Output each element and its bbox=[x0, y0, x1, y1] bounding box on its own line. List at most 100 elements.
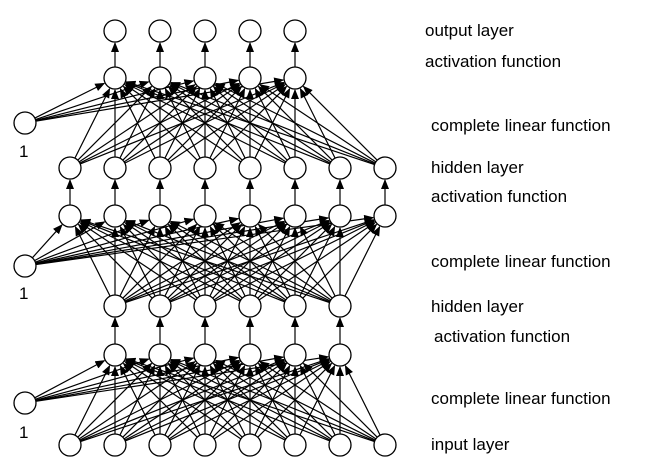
node-hidden1 bbox=[328, 294, 352, 318]
node-input bbox=[103, 433, 127, 457]
node-act3 bbox=[103, 66, 127, 90]
node-act2 bbox=[328, 204, 352, 228]
node-hidden1 bbox=[283, 294, 307, 318]
node-input bbox=[193, 433, 217, 457]
bias-edge bbox=[35, 80, 150, 121]
label-activation-3: activation function bbox=[425, 52, 562, 71]
bias-edge bbox=[35, 217, 195, 264]
weight-edge bbox=[344, 364, 381, 436]
nodes-group bbox=[13, 19, 397, 457]
weight-edge bbox=[125, 358, 331, 442]
bias-node bbox=[13, 391, 37, 415]
node-hidden2 bbox=[148, 156, 172, 180]
weight-edge bbox=[257, 223, 333, 299]
node-act3 bbox=[283, 66, 307, 90]
weight-edge bbox=[80, 218, 330, 304]
label-linear-2: complete linear function bbox=[431, 252, 611, 271]
bias-edge bbox=[35, 79, 195, 121]
node-output bbox=[103, 19, 127, 43]
weight-edge bbox=[124, 82, 286, 164]
node-hidden2 bbox=[193, 156, 217, 180]
node-output bbox=[148, 19, 172, 43]
bias-edge bbox=[35, 358, 150, 400]
weight-edge bbox=[302, 362, 378, 438]
node-act1 bbox=[148, 343, 172, 367]
weight-edge bbox=[79, 220, 241, 302]
bias-node bbox=[13, 111, 37, 135]
label-output-layer: output layer bbox=[425, 21, 514, 40]
node-act2 bbox=[193, 204, 217, 228]
label-linear-3: complete linear function bbox=[431, 116, 611, 135]
label-input-layer: input layer bbox=[431, 435, 510, 454]
node-act1 bbox=[283, 343, 307, 367]
node-hidden2 bbox=[283, 156, 307, 180]
node-act2 bbox=[373, 204, 397, 228]
bias-edge bbox=[34, 360, 106, 399]
bias-edge bbox=[35, 354, 330, 402]
node-act1 bbox=[238, 343, 262, 367]
node-act2 bbox=[283, 204, 307, 228]
node-hidden2 bbox=[58, 156, 82, 180]
node-hidden2 bbox=[103, 156, 127, 180]
bias-edge bbox=[35, 356, 195, 401]
bias-edge bbox=[35, 77, 285, 122]
node-act2 bbox=[148, 204, 172, 228]
node-input bbox=[148, 433, 172, 457]
weight-edge bbox=[124, 84, 242, 163]
bias-edge bbox=[34, 221, 106, 262]
node-hidden2 bbox=[238, 156, 262, 180]
node-hidden1 bbox=[193, 294, 217, 318]
label-activation-1: activation function bbox=[434, 327, 571, 346]
bias-edge bbox=[35, 354, 285, 402]
bias-edge bbox=[31, 224, 63, 259]
weight-edge bbox=[122, 362, 198, 438]
weight-edge bbox=[124, 359, 286, 441]
weight-edge bbox=[259, 361, 377, 440]
weight-edge bbox=[214, 359, 376, 441]
weight-edge bbox=[125, 80, 375, 166]
weight-edge bbox=[344, 225, 381, 297]
weight-edge bbox=[80, 219, 286, 303]
edges-group bbox=[31, 42, 389, 443]
node-output bbox=[193, 19, 217, 43]
weight-edge bbox=[259, 84, 377, 163]
bias-label-middle: 1 bbox=[19, 284, 29, 303]
weight-edge bbox=[125, 81, 331, 165]
node-hidden2 bbox=[373, 156, 397, 180]
node-hidden1 bbox=[238, 294, 262, 318]
weight-edge bbox=[119, 364, 156, 436]
node-input bbox=[328, 433, 352, 457]
bias-node bbox=[13, 254, 37, 278]
node-act3 bbox=[238, 66, 262, 90]
node-act3 bbox=[148, 66, 172, 90]
weight-edge bbox=[74, 225, 111, 297]
node-act2 bbox=[238, 204, 262, 228]
bias-edge bbox=[35, 219, 150, 263]
weight-edge bbox=[302, 85, 378, 161]
node-hidden1 bbox=[148, 294, 172, 318]
label-hidden-layer-1: hidden layer bbox=[431, 297, 524, 316]
weight-edge bbox=[214, 82, 376, 164]
node-output bbox=[238, 19, 262, 43]
bias-edge bbox=[34, 82, 106, 119]
node-output bbox=[283, 19, 307, 43]
weight-edge bbox=[74, 87, 111, 159]
weight-edge bbox=[214, 222, 332, 301]
weight-edge bbox=[170, 81, 376, 165]
node-input bbox=[58, 433, 82, 457]
node-act1 bbox=[328, 343, 352, 367]
weight-edge bbox=[79, 222, 197, 301]
weight-edge bbox=[299, 225, 336, 297]
node-act3 bbox=[193, 66, 217, 90]
bias-label-top: 1 bbox=[19, 142, 29, 161]
bias-edge bbox=[35, 214, 375, 266]
weight-edge bbox=[125, 219, 331, 303]
node-act2 bbox=[103, 204, 127, 228]
weight-edge bbox=[77, 223, 153, 299]
weight-edge bbox=[170, 358, 376, 442]
node-input bbox=[373, 433, 397, 457]
node-act1 bbox=[193, 343, 217, 367]
weight-edge bbox=[122, 85, 198, 161]
bias-edge bbox=[35, 215, 285, 265]
